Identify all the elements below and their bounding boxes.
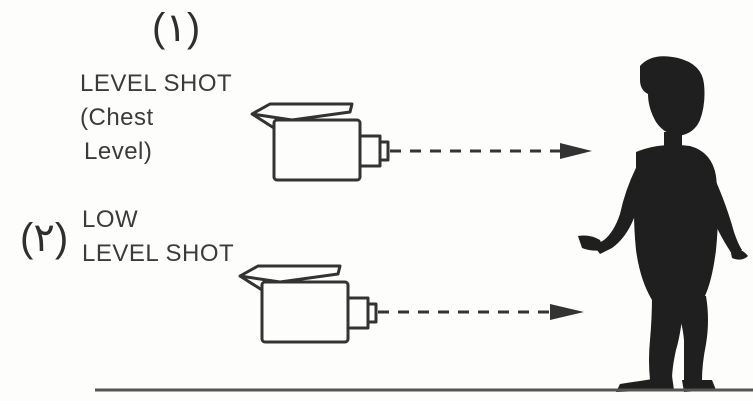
shot-2-title-line-2: LEVEL SHOT bbox=[82, 240, 235, 267]
shot-1-number: (١) bbox=[152, 6, 201, 50]
shot-1-title: LEVEL SHOT bbox=[80, 70, 233, 97]
shot-1-note-line-2: Level) bbox=[84, 138, 153, 165]
sight-line-arrow-2 bbox=[378, 304, 584, 320]
camera-icon bbox=[250, 102, 390, 182]
shot-2-title-line-1: LOW bbox=[82, 206, 139, 233]
camera-icon bbox=[238, 264, 378, 344]
shot-2-number: (٢) bbox=[20, 216, 69, 260]
shot-1-note-line-1: (Chest bbox=[80, 104, 154, 131]
sight-line-arrow-1 bbox=[390, 143, 592, 159]
person-silhouette bbox=[578, 56, 748, 392]
